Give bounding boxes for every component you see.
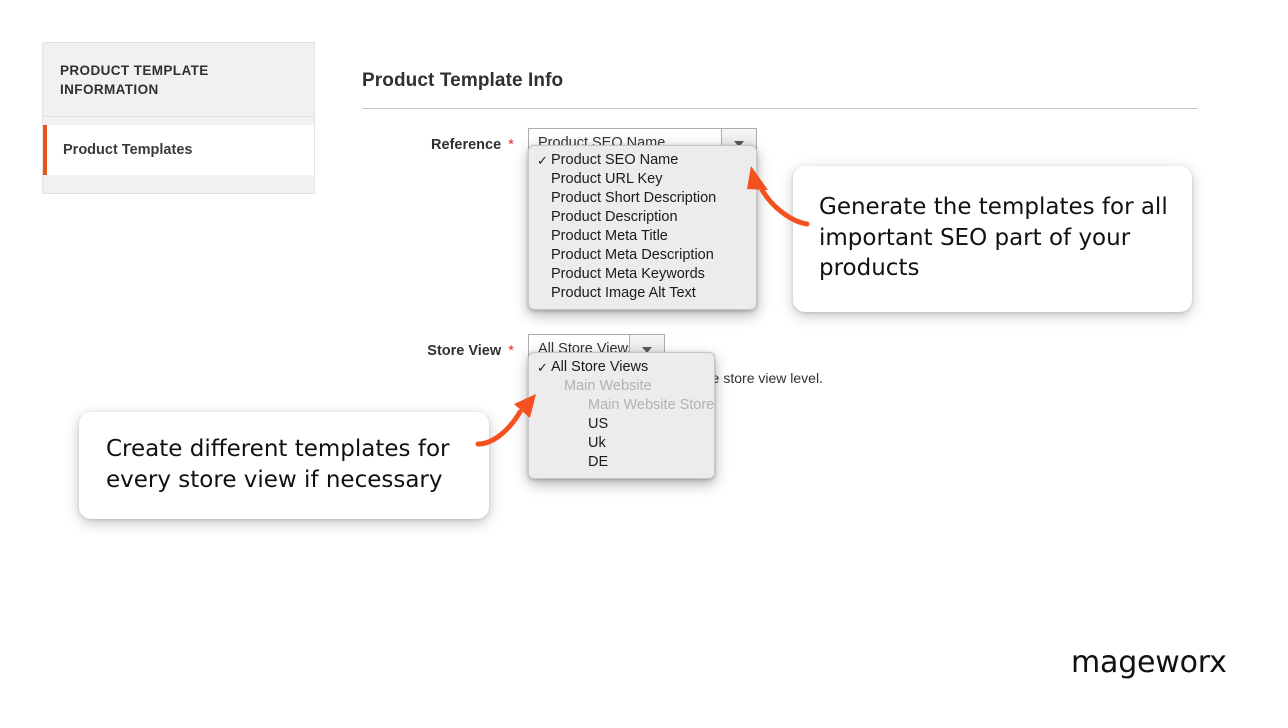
sidebar-item-product-templates[interactable]: Product Templates [43, 125, 314, 176]
reference-label-text: Reference [431, 137, 502, 153]
reference-dropdown-option[interactable]: Product Meta Keywords [529, 265, 756, 284]
sidebar-panel: PRODUCT TEMPLATE INFORMATION Product Tem… [42, 42, 315, 195]
store-view-help-note: the store view level. [700, 370, 823, 386]
store-view-dropdown-option[interactable]: ✓All Store Views [529, 358, 714, 377]
main-content: Product Template Info Reference * Product… [362, 70, 1198, 386]
store-view-dropdown-option-label: US [588, 416, 609, 432]
callout-seo: Generate the templates for all important… [793, 166, 1192, 312]
store-view-dropdown-option: Main Website Store [529, 396, 714, 415]
callout-store-view: Create different templates for every sto… [79, 412, 489, 520]
store-view-label-text: Store View [427, 343, 502, 359]
callout-arrow-seo-icon [747, 166, 810, 227]
reference-dropdown-option[interactable]: ✓Product SEO Name [529, 151, 756, 170]
chevron-down-icon [642, 346, 652, 353]
store-view-dropdown-option-label: Uk [588, 435, 606, 451]
store-view-dropdown-option[interactable]: US [529, 415, 714, 434]
reference-dropdown-option-label: Product URL Key [551, 171, 663, 187]
check-icon: ✓ [537, 153, 548, 168]
callout-arrow-store-view-icon [475, 394, 536, 447]
store-view-dropdown-option-label: Main Website Store [588, 397, 715, 413]
sidebar-item-label: Product Templates [63, 142, 193, 159]
check-icon: ✓ [537, 360, 548, 375]
title-divider [362, 108, 1198, 109]
reference-dropdown-option[interactable]: Product Meta Description [529, 246, 756, 265]
reference-dropdown-option[interactable]: Product Description [529, 208, 756, 227]
reference-dropdown-option-label: Product Short Description [551, 190, 717, 206]
reference-required-marker: * [508, 136, 514, 153]
store-view-required-marker: * [508, 342, 514, 359]
reference-dropdown-option[interactable]: Product Meta Title [529, 227, 756, 246]
reference-dropdown-option[interactable]: Product Short Description [529, 189, 756, 208]
sidebar-footer-spacer [43, 175, 314, 194]
store-view-dropdown-option-label: All Store Views [551, 359, 649, 375]
store-view-label: Store View * [362, 334, 514, 359]
sidebar-heading: PRODUCT TEMPLATE INFORMATION [43, 43, 314, 118]
store-view-dropdown-option-label: Main Website [564, 378, 652, 394]
sidebar-menu: Product Templates [43, 117, 314, 194]
callout-seo-text: Generate the templates for all important… [819, 194, 1168, 282]
page-title: Product Template Info [362, 70, 564, 91]
reference-dropdown-option-label: Product Description [551, 209, 678, 225]
chevron-down-icon [734, 140, 744, 147]
mageworx-logo: mageworx [1071, 645, 1227, 680]
reference-dropdown-option[interactable]: Product URL Key [529, 170, 756, 189]
reference-dropdown-option[interactable]: Product Image Alt Text [529, 284, 756, 303]
store-view-dropdown-option: Main Website [529, 377, 714, 396]
store-view-dropdown-option[interactable]: Uk [529, 434, 714, 453]
store-view-dropdown-option[interactable]: DE [529, 453, 714, 472]
store-view-dropdown-option-label: DE [588, 454, 609, 470]
reference-label: Reference * [362, 128, 514, 153]
callout-store-view-text: Create different templates for every sto… [106, 436, 450, 493]
reference-dropdown-option-label: Product SEO Name [551, 152, 679, 168]
reference-dropdown-option-label: Product Meta Title [551, 228, 668, 244]
reference-dropdown-option-label: Product Meta Keywords [551, 266, 705, 282]
reference-dropdown-option-label: Product Image Alt Text [551, 285, 696, 301]
reference-dropdown-option-label: Product Meta Description [551, 247, 714, 263]
